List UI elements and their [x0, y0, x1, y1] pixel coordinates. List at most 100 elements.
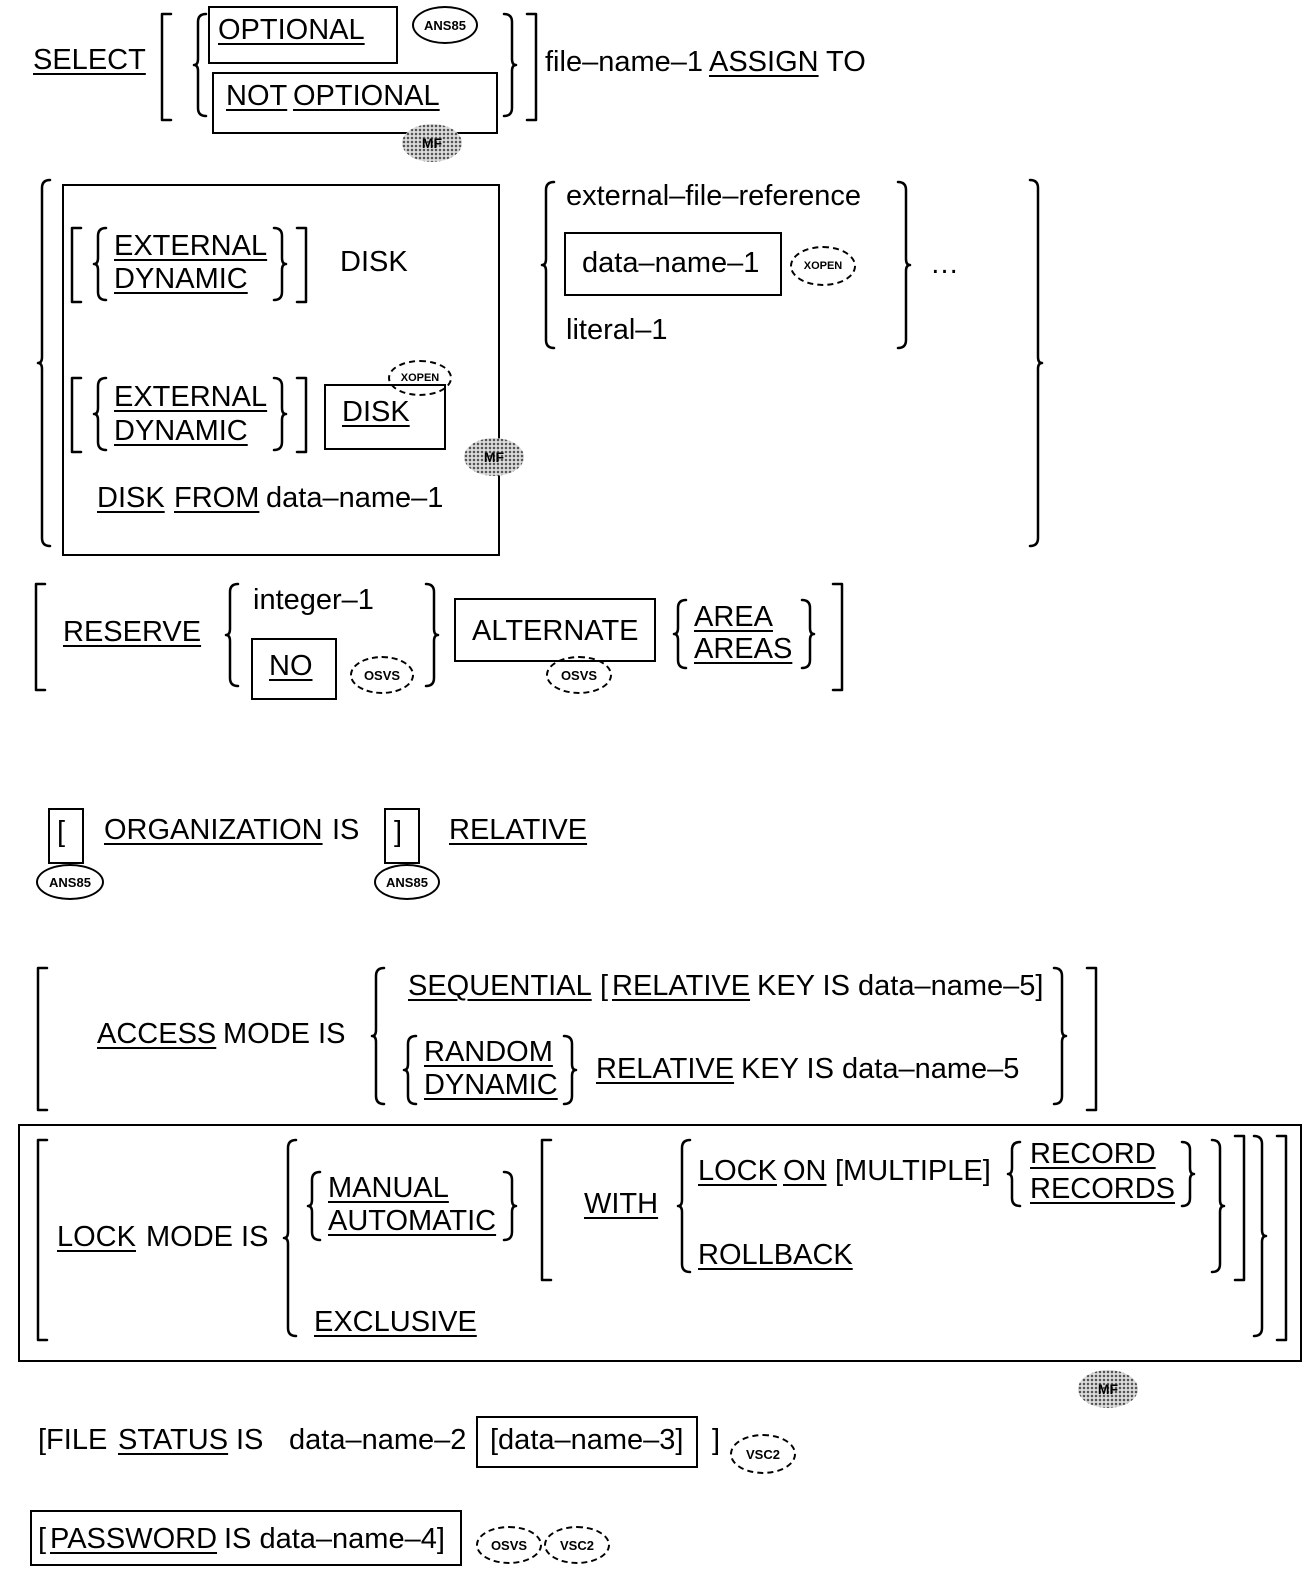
integer-1: integer–1: [253, 584, 374, 616]
select-keyword: SELECT: [33, 44, 146, 76]
rollback-keyword: ROLLBACK: [698, 1239, 853, 1271]
osvs-tag-3: OSVS: [476, 1526, 542, 1564]
osvs-tag: OSVS: [350, 656, 414, 694]
ans85-tag-2: ANS85: [36, 864, 104, 900]
optional-open-brace: [192, 12, 208, 118]
organization-keyword: ORGANIZATION: [104, 814, 323, 846]
assign-keyword: ASSIGN: [709, 46, 819, 78]
external-close-bracket-2: [295, 376, 308, 454]
multiple-keyword: [MULTIPLE]: [835, 1155, 991, 1187]
lock-open-bracket: [36, 1138, 49, 1342]
automatic-keyword: AUTOMATIC: [328, 1205, 497, 1237]
vsc2-tag-2: VSC2: [544, 1526, 610, 1564]
reference-close-brace: [896, 180, 912, 350]
with-open-bracket: [540, 1138, 553, 1282]
literal-1: literal–1: [566, 314, 668, 346]
password-left-bracket: [: [38, 1523, 47, 1555]
access-open-bracket: [36, 966, 49, 1112]
mf-tag-3: MF: [1078, 1370, 1138, 1408]
optional-close-brace: [502, 12, 518, 118]
optional-right-bracket-box: [384, 808, 420, 864]
file-status-right-bracket: ]: [712, 1424, 721, 1456]
password-is-data-name-4: IS data–name–4]: [224, 1523, 445, 1555]
random-open-brace: [402, 1034, 418, 1106]
random-close-brace: [562, 1034, 578, 1106]
access-keyword: ACCESS: [97, 1018, 217, 1050]
assign-open-brace: [36, 178, 52, 548]
data-name-3: [data–name–3]: [490, 1424, 684, 1456]
area-keyword: AREA: [694, 601, 773, 633]
not-keyword: NOT: [226, 80, 288, 112]
optional-keyword: OPTIONAL: [218, 14, 365, 46]
exclusive-keyword: EXCLUSIVE: [314, 1306, 477, 1338]
no-keyword: NO: [269, 650, 313, 682]
reserve-open-bracket: [34, 582, 47, 692]
integer-open-brace: [224, 582, 240, 688]
lock-keyword: LOCK: [57, 1221, 136, 1253]
access-open-brace: [370, 966, 386, 1106]
xopen-tag: XOPEN: [388, 360, 452, 396]
lock-mode-box: [18, 1124, 1302, 1362]
with-keyword: WITH: [584, 1188, 659, 1220]
integer-close-brace: [424, 582, 440, 688]
external-open-brace-2: [92, 376, 108, 452]
area-close-brace: [800, 598, 816, 670]
areas-keyword: AREAS: [694, 633, 793, 665]
data-name-1-box: [564, 232, 782, 296]
reserve-keyword: RESERVE: [63, 616, 202, 648]
optional-left-bracket-box: [48, 808, 84, 864]
external-keyword-2: EXTERNAL: [114, 381, 268, 413]
lock-open-brace: [282, 1138, 298, 1338]
mode-is-keyword: MODE IS: [223, 1018, 346, 1050]
external-close-brace-1: [272, 226, 288, 302]
sequential-left-bracket: [: [600, 970, 609, 1002]
status-is-keyword: IS: [236, 1424, 264, 1456]
ans85-tag-3: ANS85: [374, 864, 440, 900]
reference-open-brace: [540, 180, 556, 350]
mf-tag: MF: [402, 124, 462, 162]
lock-close-brace: [1252, 1134, 1268, 1338]
external-close-bracket-1: [295, 226, 308, 304]
disk-from-disk-keyword: DISK: [97, 482, 165, 514]
external-file-reference: external–file–reference: [566, 180, 862, 212]
vsc2-tag: VSC2: [730, 1434, 796, 1474]
ellipsis: …: [930, 248, 959, 280]
status-keyword: STATUS: [118, 1424, 229, 1456]
osvs-tag-2: OSVS: [546, 656, 612, 694]
optional-box: [208, 6, 398, 64]
key-is-data-name-5: KEY IS data–name–5: [741, 1053, 1020, 1085]
optional-close-bracket: [525, 12, 538, 122]
disk-from-data-name-1: data–name–1: [266, 482, 444, 514]
dynamic-keyword: DYNAMIC: [114, 263, 248, 295]
sequential-keyword: SEQUENTIAL: [408, 970, 592, 1002]
from-keyword: FROM: [174, 482, 260, 514]
not-optional-box: [212, 72, 498, 134]
relative-keyword: RELATIVE: [449, 814, 588, 846]
access-close-brace: [1052, 966, 1068, 1106]
access-close-bracket: [1085, 966, 1098, 1112]
relative-keyword-3: RELATIVE: [596, 1053, 735, 1085]
xopen-tag-2: XOPEN: [790, 246, 856, 286]
reserve-close-bracket: [831, 582, 844, 692]
dynamic-keyword-2: DYNAMIC: [114, 415, 248, 447]
with-close-brace: [1210, 1138, 1226, 1274]
file-keyword: [FILE: [38, 1424, 108, 1456]
record-open-brace: [1006, 1140, 1022, 1208]
dynamic-keyword-3: DYNAMIC: [424, 1069, 558, 1101]
external-keyword: EXTERNAL: [114, 230, 268, 262]
external-open-brace-1: [92, 226, 108, 302]
data-name-1: data–name–1: [582, 247, 760, 279]
records-keyword: RECORDS: [1030, 1173, 1176, 1205]
lock-mode-is: MODE IS: [146, 1221, 269, 1253]
alternate-keyword: ALTERNATE: [472, 615, 639, 647]
to-keyword: TO: [826, 46, 866, 78]
password-box: [30, 1510, 462, 1566]
mf-tag-2: MF: [464, 438, 524, 476]
right-bracket: ]: [394, 816, 403, 848]
is-keyword: IS: [332, 814, 360, 846]
disk-keyword-2: DISK: [342, 396, 410, 428]
ans85-tag: ANS85: [412, 6, 478, 44]
file-name-1: file–name–1: [545, 46, 703, 78]
lock-close-bracket: [1275, 1134, 1288, 1342]
